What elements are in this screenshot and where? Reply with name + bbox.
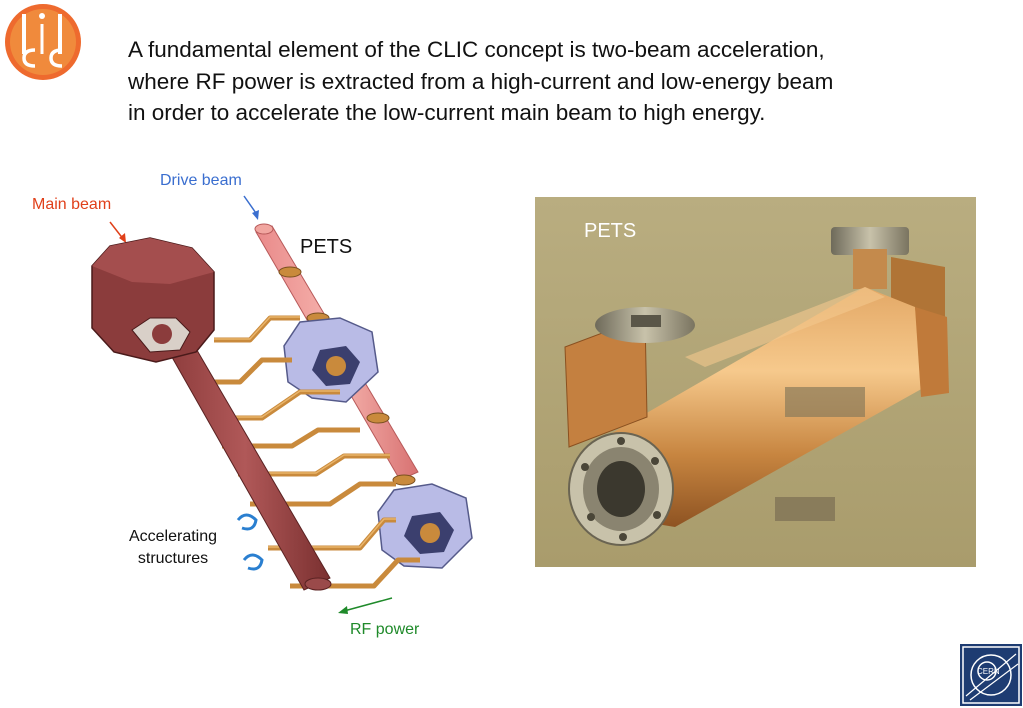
pets-label-photo: PETS bbox=[584, 220, 637, 242]
main-beam-arrow bbox=[109, 221, 126, 243]
accelerating-structures-label: Accelerating structures bbox=[128, 528, 218, 567]
drive-beam-label: Drive beam bbox=[160, 172, 242, 189]
main-beam-label: Main beam bbox=[32, 196, 112, 213]
clic-logo bbox=[5, 4, 81, 80]
rf-power-label: RF power bbox=[350, 621, 420, 638]
svg-text:CERN: CERN bbox=[977, 667, 1000, 676]
accelerating-structures-clamps bbox=[236, 513, 264, 571]
drive-beam-arrow bbox=[243, 195, 259, 220]
pets-housing-lower bbox=[377, 483, 473, 569]
main-beam-housing bbox=[91, 237, 215, 363]
pets-housing-upper bbox=[283, 317, 379, 403]
cern-logo: CERN bbox=[960, 644, 1022, 706]
rf-power-arrow bbox=[338, 597, 393, 614]
two-beam-module-diagram bbox=[91, 195, 473, 614]
intro-paragraph: A fundamental element of the CLIC concep… bbox=[128, 34, 968, 129]
pets-photo bbox=[535, 197, 976, 567]
intro-line-2: where RF power is extracted from a high-… bbox=[128, 68, 834, 94]
pets-label-diagram: PETS bbox=[300, 236, 353, 258]
intro-line-3: in order to accelerate the low-current m… bbox=[128, 100, 766, 125]
intro-line-1: A fundamental element of the CLIC concep… bbox=[128, 37, 825, 62]
